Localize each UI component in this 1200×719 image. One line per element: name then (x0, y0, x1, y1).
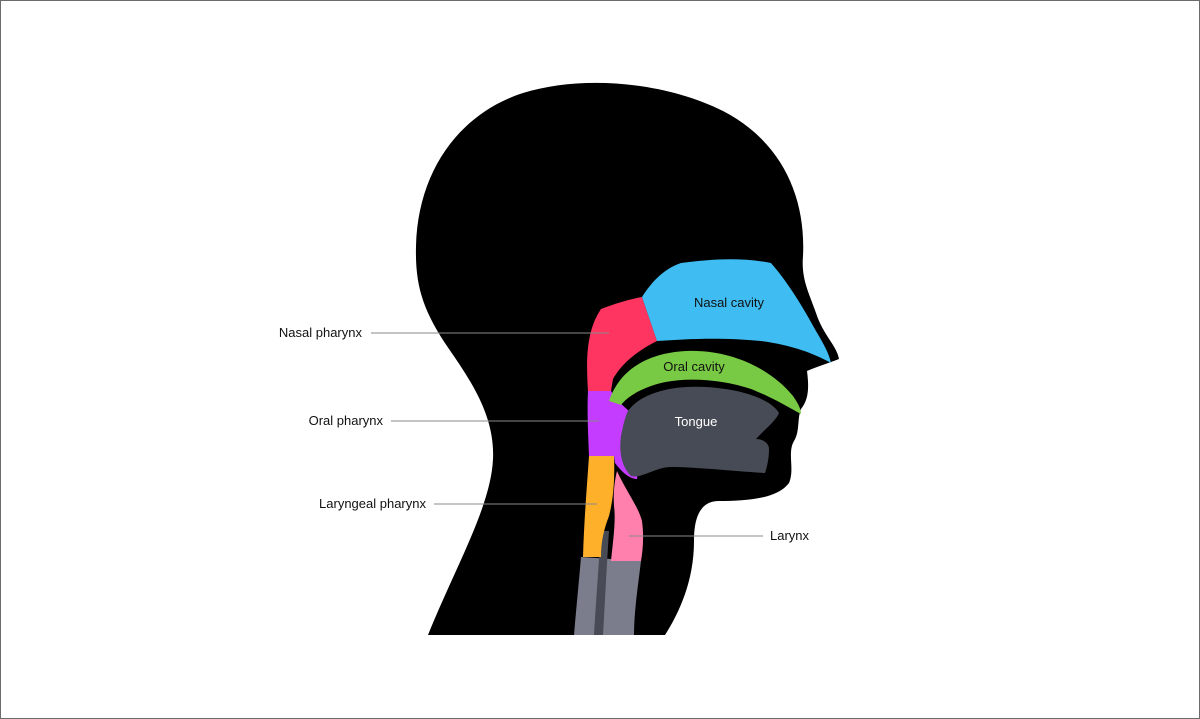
esophagus-tube (594, 531, 609, 635)
tongue-region (620, 386, 779, 477)
oral-pharynx-label: Oral pharynx (309, 413, 384, 428)
oral-cavity-label: Oral cavity (663, 359, 725, 374)
oral-cavity-region (609, 350, 801, 414)
nasal-cavity-region (642, 259, 831, 363)
nasal-pharynx-label: Nasal pharynx (279, 325, 363, 340)
larynx-region (611, 471, 644, 561)
nasal-cavity-label: Nasal cavity (694, 295, 765, 310)
tongue-label: Tongue (675, 414, 718, 429)
laryngeal-pharynx-label: Laryngeal pharynx (319, 496, 426, 511)
nasal-pharynx-region (587, 297, 657, 391)
trachea (574, 557, 641, 635)
laryngeal-pharynx-region (583, 456, 615, 557)
larynx-label: Larynx (770, 528, 810, 543)
